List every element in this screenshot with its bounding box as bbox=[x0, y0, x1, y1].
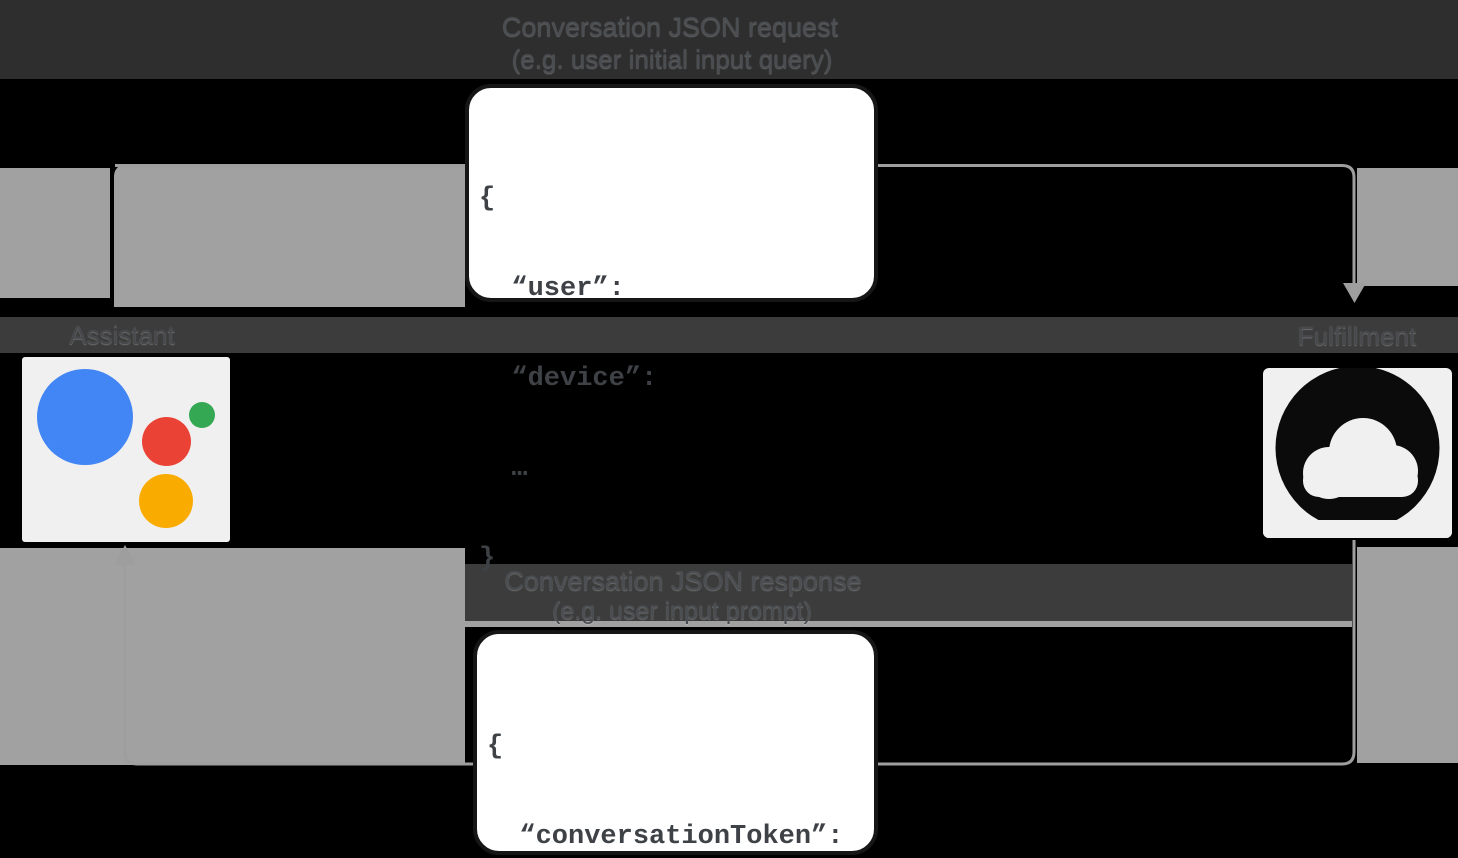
request-json-box: { “user”: “device”: … } bbox=[465, 84, 878, 574]
request-label-line2: (e.g. user initial input query) bbox=[511, 44, 833, 74]
response-arrow-fill-right-column bbox=[1357, 547, 1458, 763]
response-json-line: “conversationToken”: bbox=[487, 822, 844, 852]
assistant-yellow-dot-icon bbox=[139, 474, 193, 528]
assistant-green-dot-icon bbox=[189, 402, 215, 428]
response-json-line: { bbox=[487, 732, 504, 762]
request-arrow-fill-left-edge bbox=[0, 168, 110, 298]
request-label-line1: Conversation JSON request bbox=[501, 12, 839, 42]
request-json-line: “device”: bbox=[479, 364, 658, 394]
assistant-blue-dot-icon bbox=[37, 369, 133, 465]
google-cloud-icon bbox=[1263, 368, 1452, 538]
request-label-band bbox=[0, 0, 1458, 79]
response-json-box: { “conversationToken”: “userStorage”: … … bbox=[473, 630, 878, 855]
request-json-line: { bbox=[479, 184, 496, 214]
request-arrow-fill-right-column bbox=[1357, 168, 1458, 286]
google-assistant-icon bbox=[22, 357, 230, 542]
request-arrowhead-icon bbox=[1343, 283, 1366, 303]
request-json-line: “user”: bbox=[479, 274, 625, 304]
request-json-line: } bbox=[479, 544, 496, 574]
request-arrow-fill-main bbox=[114, 164, 465, 307]
response-label-line2: (e.g. user input prompt) bbox=[552, 597, 812, 625]
actors-label-band bbox=[0, 317, 1458, 353]
response-label-line1: Conversation JSON response bbox=[504, 566, 862, 596]
assistant-red-dot-icon bbox=[142, 417, 191, 466]
assistant-label: Assistant bbox=[69, 320, 175, 350]
cloud-glyph-icon bbox=[1263, 368, 1452, 538]
response-arrow-fill-left bbox=[0, 548, 465, 765]
request-json-line: … bbox=[479, 454, 528, 484]
fulfillment-label: Fulfillment bbox=[1297, 321, 1417, 351]
